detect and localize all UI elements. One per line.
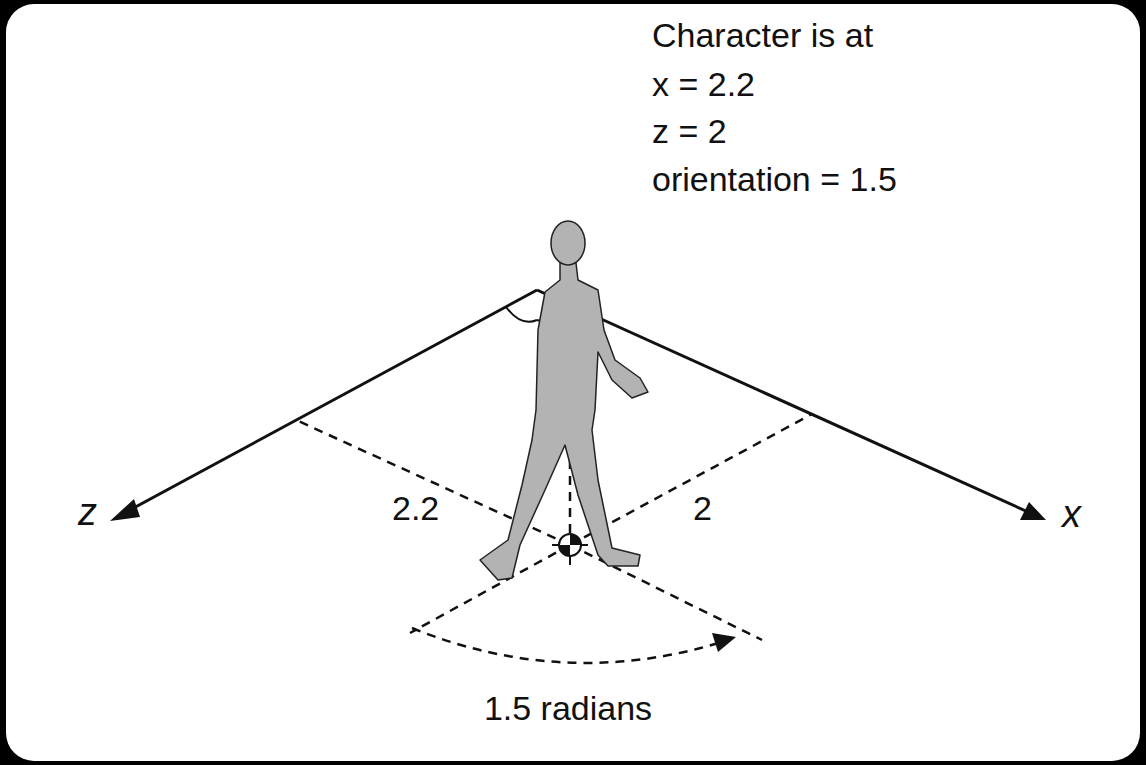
character-figure [480,221,648,580]
axis-label: z [78,492,97,534]
x-axis [537,290,1028,512]
state-note: Character is at [652,17,873,54]
position-marker [552,527,588,565]
x-arrowhead [1020,502,1046,520]
axis-label: x [1062,494,1081,536]
state-note: x = 2.2 [652,66,755,103]
z-axis [128,290,537,511]
angle-label: 1.5 radians [484,690,652,727]
character-head [551,221,585,265]
white-panel [6,4,1140,761]
arc-arrowhead [712,633,736,652]
character-body [480,263,648,580]
state-note: orientation = 1.5 [652,161,897,198]
orientation-arc [412,628,722,663]
dimension-label: 2.2 [392,490,439,527]
state-note: z = 2 [652,113,727,150]
angle-mark [506,307,537,322]
dimension-label: 2 [693,490,712,527]
z-arrowhead [110,499,140,521]
orientation-line [570,545,762,640]
